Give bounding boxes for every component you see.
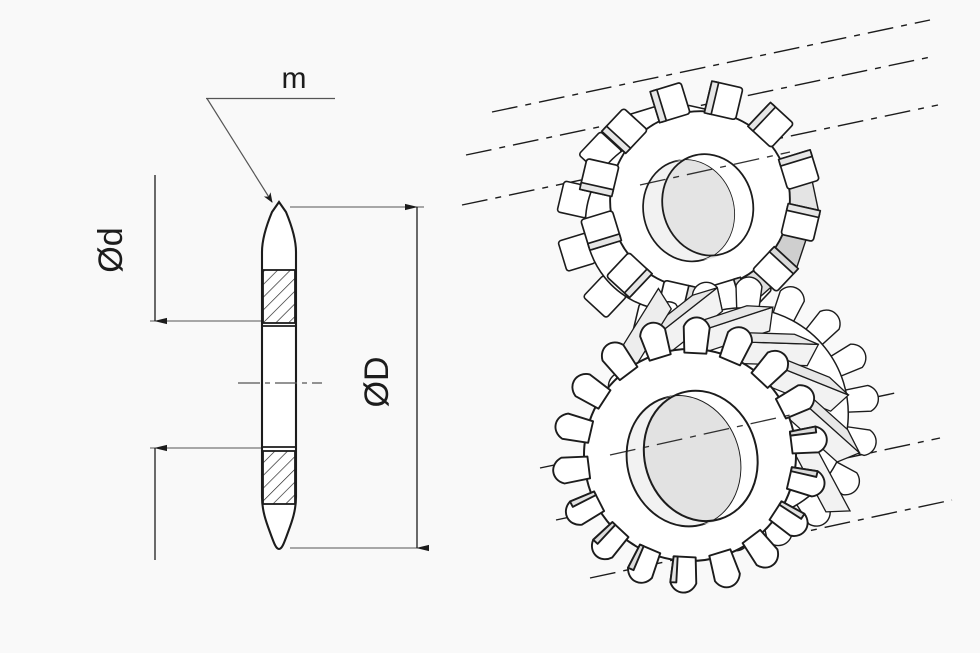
- lower-gear-spur: [552, 276, 879, 594]
- axis-line-1: [491, 19, 931, 113]
- outer-diameter-label: ØD: [358, 357, 396, 408]
- outer-diameter-dimension: [290, 203, 429, 552]
- axis-line-through-lower-bore: [609, 414, 791, 456]
- module-label: m: [282, 62, 307, 95]
- lower-gear-bore: [625, 389, 759, 528]
- upper-bore-wall: [662, 155, 735, 260]
- bore-diameter-label: Ød: [92, 227, 130, 272]
- isometric-gear-pair: [461, 19, 953, 594]
- axis-line-through-upper-bore: [639, 151, 791, 186]
- module-leader-line: [206, 98, 273, 203]
- section-hatch-upper: [263, 270, 295, 323]
- upper-bore-front: [661, 153, 755, 257]
- upper-gear-bore: [642, 153, 755, 263]
- module-leader-annotation: [206, 97, 335, 203]
- axis-line-2: [465, 55, 936, 156]
- cutter-body-section: [260, 200, 298, 551]
- section-hatch-upper-border: [262, 269, 296, 324]
- cross-section-view: m Ød ØD: [92, 62, 429, 560]
- section-hatch-lower-border: [262, 450, 296, 505]
- lower-gear-teeth-front: [552, 316, 828, 594]
- section-hatch-lower: [263, 451, 295, 504]
- lower-bore-wall: [643, 392, 741, 525]
- axis-centerlines-foreground: [609, 151, 791, 456]
- lower-bore-front: [642, 389, 759, 523]
